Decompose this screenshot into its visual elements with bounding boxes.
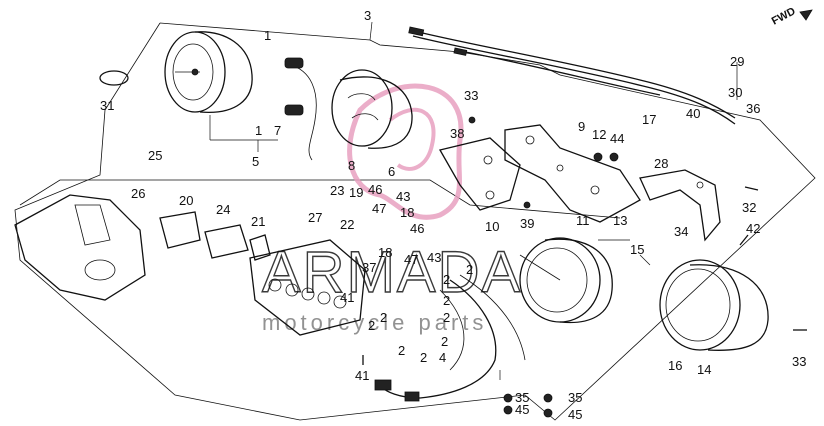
callout-16: 16 [668, 358, 682, 373]
callout-11: 11 [576, 213, 590, 228]
trim-ring [659, 259, 769, 351]
callout-43: 43 [427, 250, 441, 265]
speedometer-housing [164, 31, 253, 114]
callout-2: 2 [443, 293, 450, 308]
callout-35: 35 [515, 390, 529, 405]
callout-47: 47 [372, 201, 386, 216]
callout-44: 44 [610, 131, 624, 146]
callout-39: 39 [520, 216, 534, 231]
callout-2: 2 [420, 350, 427, 365]
callout-42: 42 [746, 221, 760, 236]
gauge-bulb-wire [284, 57, 317, 161]
callout-24: 24 [216, 202, 230, 217]
callout-41: 41 [355, 368, 369, 383]
speedometer-cable [408, 26, 736, 125]
callout-14: 14 [697, 362, 711, 377]
callout-30: 30 [728, 85, 742, 100]
gauge-lens [331, 69, 413, 149]
callout-40: 40 [686, 106, 700, 121]
callout-18: 18 [400, 205, 414, 220]
watermark-title: ARMADA [262, 240, 522, 305]
callout-19: 19 [349, 185, 363, 200]
watermark-logo [347, 83, 464, 220]
callout-38: 38 [450, 126, 464, 141]
callout-2: 2 [443, 310, 450, 325]
callout-13: 13 [613, 213, 627, 228]
watermark-subtitle: motorcycle parts [262, 310, 487, 335]
callout-3: 3 [364, 8, 371, 23]
indicator-plate [504, 124, 641, 223]
callout-21: 21 [251, 214, 265, 229]
callout-1: 1 [255, 123, 262, 138]
rubber-grommet [99, 70, 129, 86]
callout-28: 28 [654, 156, 668, 171]
callout-32: 32 [742, 200, 756, 215]
callout-4: 4 [439, 350, 446, 365]
callout-2: 2 [368, 318, 375, 333]
callout-26: 26 [131, 186, 145, 201]
callout-labels: 3 31 1 1 7 5 8 33 38 6 25 9 12 44 17 29 … [100, 8, 806, 422]
callout-9: 9 [578, 119, 585, 134]
callout-34: 34 [674, 224, 688, 239]
bracket [639, 169, 721, 242]
mount-plate [439, 137, 521, 211]
callout-5: 5 [252, 154, 259, 169]
callout-43: 43 [396, 189, 410, 204]
callout-8: 8 [348, 158, 355, 173]
indicator-lens [159, 211, 271, 261]
callout-23: 23 [330, 183, 344, 198]
leader-lines [209, 21, 738, 380]
callout-47: 47 [404, 252, 418, 267]
callout-31: 31 [100, 98, 114, 113]
fasteners [362, 116, 807, 418]
callout-35: 35 [568, 390, 582, 405]
wire-harness [374, 274, 526, 402]
callout-46: 46 [410, 221, 424, 236]
callout-2: 2 [443, 272, 450, 287]
callout-2: 2 [398, 343, 405, 358]
callout-2: 2 [466, 262, 473, 277]
callout-2: 2 [380, 310, 387, 325]
callout-41: 41 [340, 290, 354, 305]
tachometer-housing [519, 237, 613, 324]
callout-1: 1 [264, 28, 271, 43]
callout-46: 46 [368, 182, 382, 197]
callout-7: 7 [274, 123, 281, 138]
svg-text:FWD: FWD [770, 5, 798, 27]
callout-33: 33 [464, 88, 478, 103]
callout-29: 29 [730, 54, 744, 69]
callout-12: 12 [592, 127, 606, 142]
callout-22: 22 [340, 217, 354, 232]
callout-10: 10 [485, 219, 499, 234]
assembly-boundary-3 [14, 22, 816, 421]
callout-45: 45 [515, 402, 529, 417]
cluster-cover [14, 194, 146, 301]
callout-18: 18 [378, 245, 392, 260]
callout-36: 36 [746, 101, 760, 116]
callout-15: 15 [630, 242, 644, 257]
callout-20: 20 [179, 193, 193, 208]
callout-25: 25 [148, 148, 162, 163]
forward-indicator: FWD [770, 5, 813, 28]
callout-33: 33 [792, 354, 806, 369]
callout-6: 6 [388, 164, 395, 179]
callout-2: 2 [441, 334, 448, 349]
socket-board [249, 239, 366, 336]
callout-45: 45 [568, 407, 582, 422]
callout-17: 17 [642, 112, 656, 127]
cluster-boundary-25 [19, 179, 621, 219]
callout-27: 27 [308, 210, 322, 225]
callout-37: 37 [362, 260, 376, 275]
